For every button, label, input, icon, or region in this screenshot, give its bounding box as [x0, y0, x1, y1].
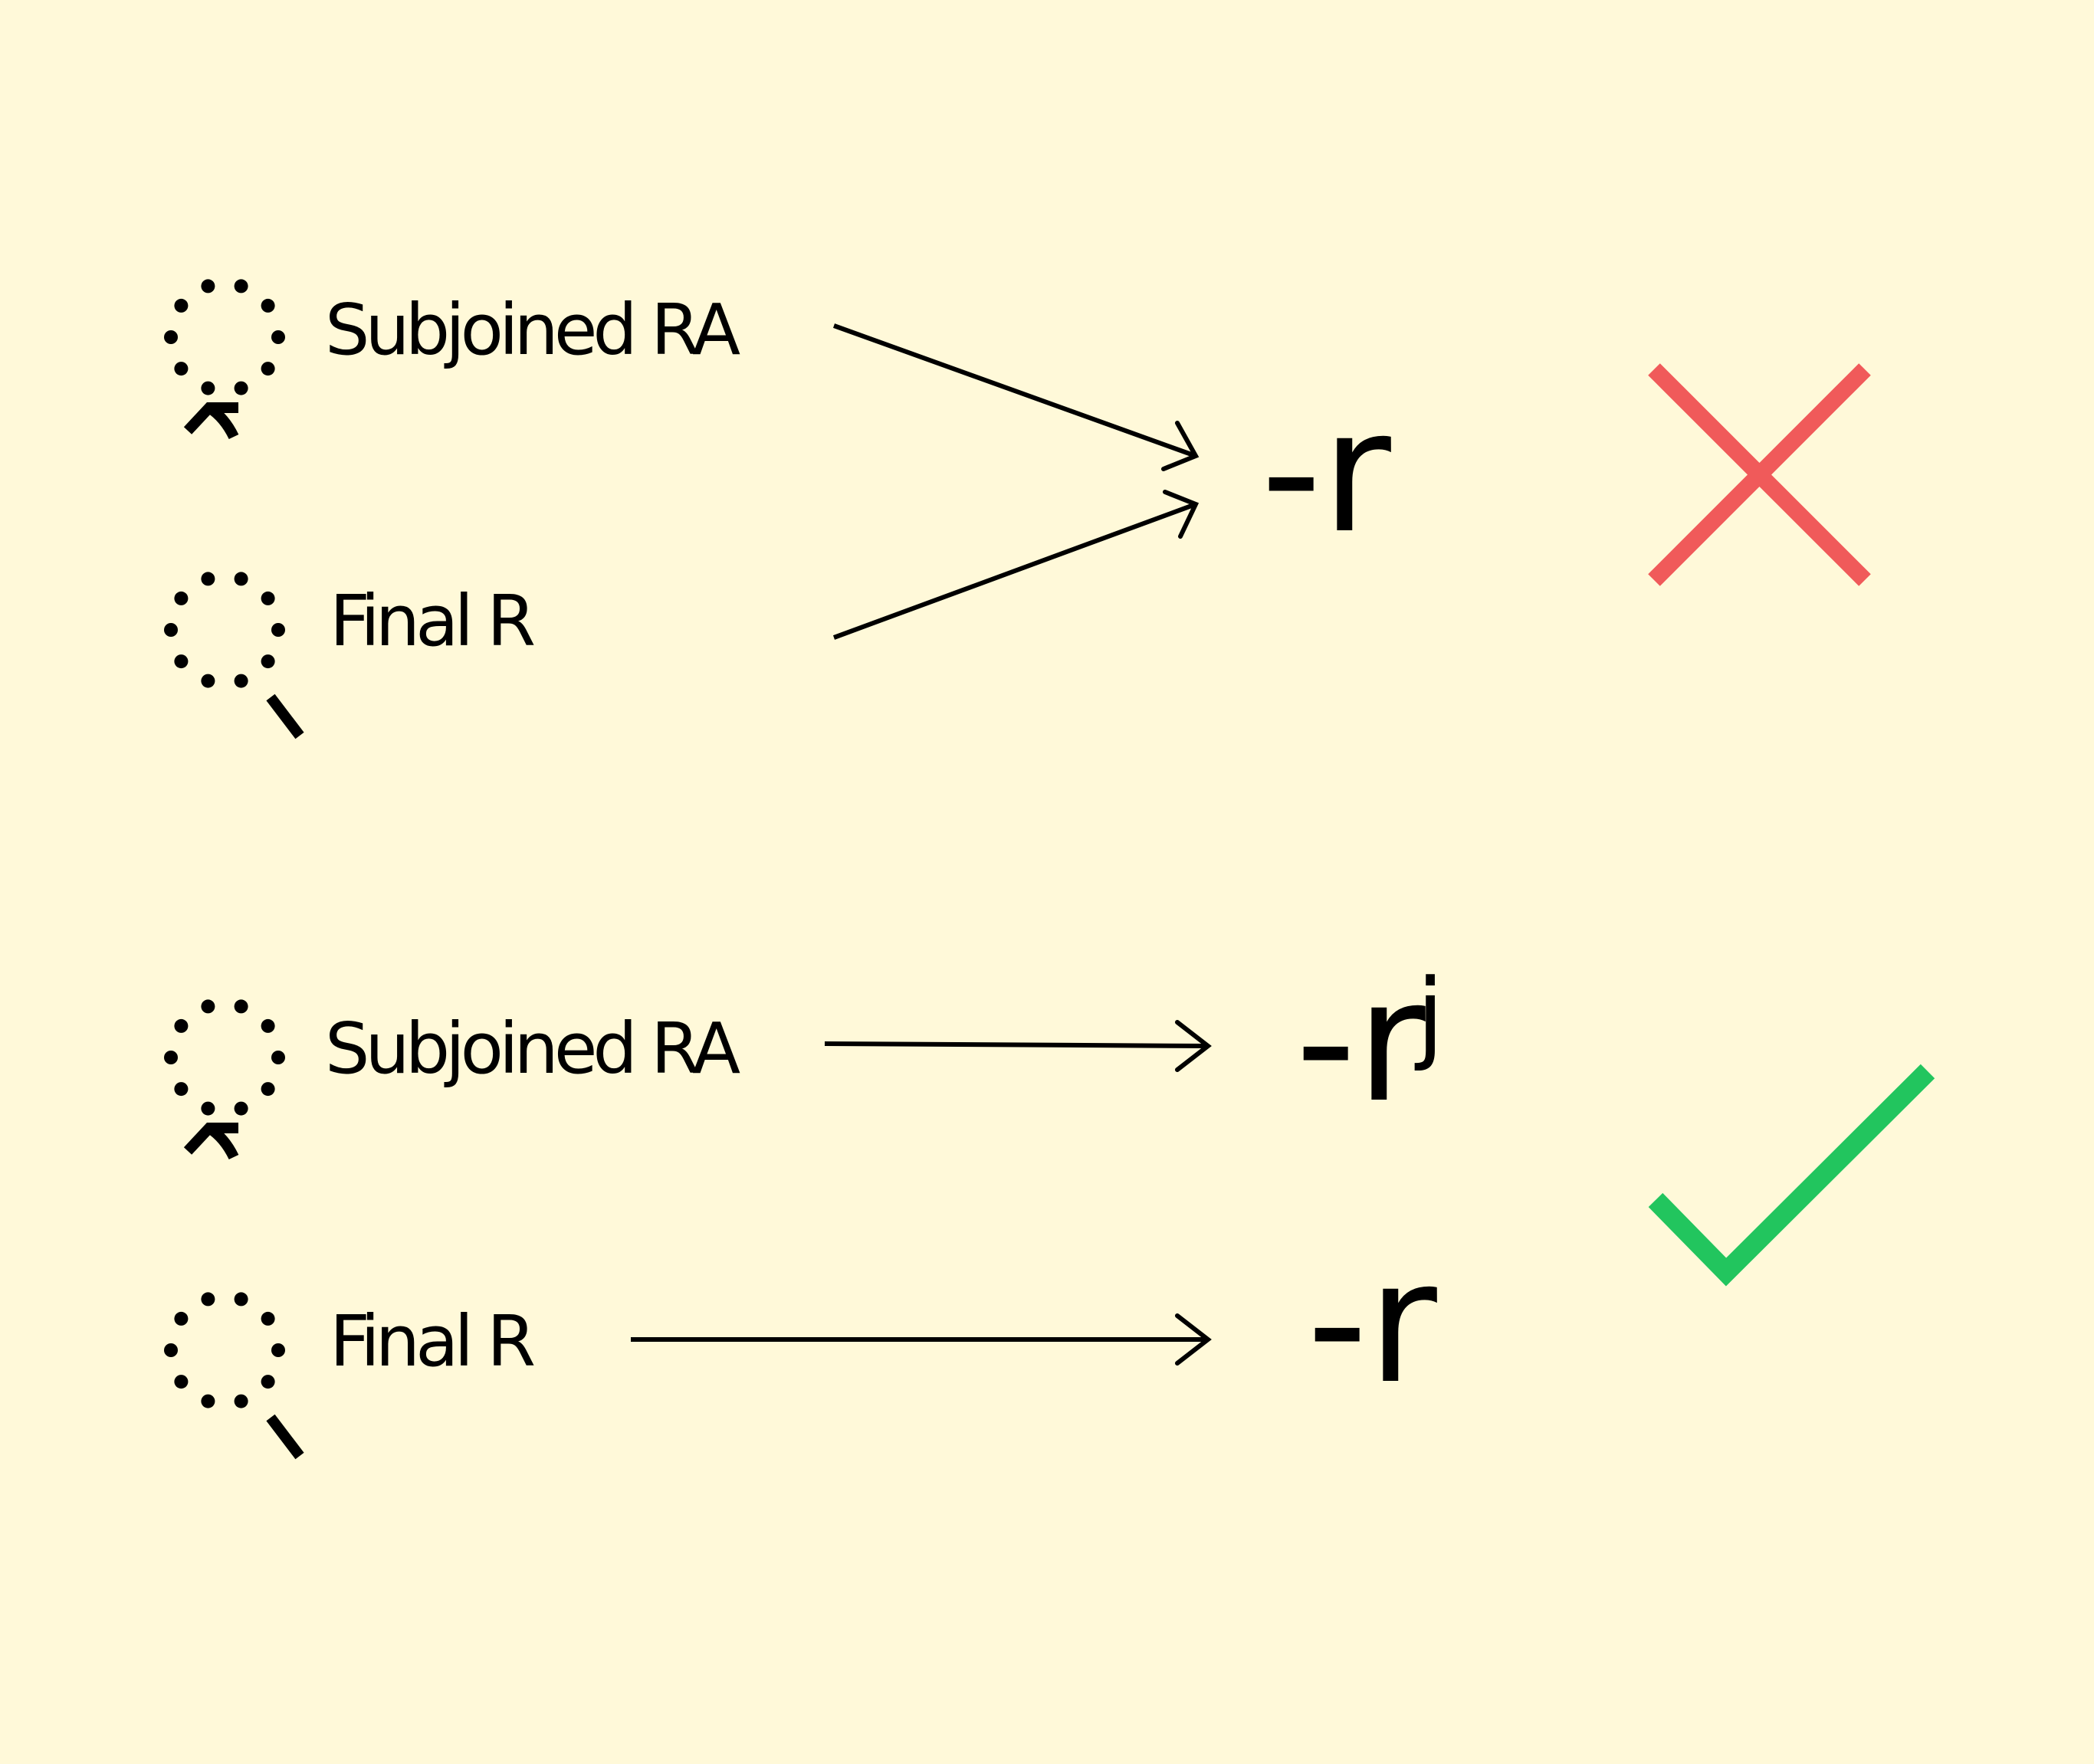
placeholder-dot — [234, 674, 248, 688]
arrow-final-to-result — [832, 490, 1200, 640]
placeholder-dot — [201, 572, 215, 586]
placeholder-dot — [234, 572, 248, 586]
placeholder-dot — [261, 298, 275, 313]
placeholder-dot — [174, 362, 189, 376]
merged-result: -r — [1261, 374, 1391, 570]
placeholder-dot — [201, 1394, 215, 1408]
placeholder-dot — [271, 330, 285, 344]
placeholder-dot — [174, 1018, 189, 1033]
placeholder-dot — [261, 1082, 275, 1097]
placeholder-dot — [261, 591, 275, 605]
placeholder-dot — [174, 591, 189, 605]
placeholder-dot — [261, 654, 275, 669]
arrow-subjoined-to-result — [824, 1020, 1212, 1072]
incorrect-section: Subjoined RA Final R -r — [164, 279, 1871, 739]
arrow-subjoined-to-result — [832, 323, 1200, 471]
placeholder-dot — [234, 1101, 248, 1116]
row-label-subjoined-ra: Subjoined RA — [325, 289, 740, 371]
dotted-circle-subjoined-ra-icon — [164, 999, 285, 1160]
placeholder-dot — [174, 1311, 189, 1326]
result-subjoined: -r j — [1295, 943, 1444, 1139]
arrow-final-to-result — [631, 1313, 1212, 1366]
placeholder-dot — [261, 1018, 275, 1033]
placeholder-dot — [164, 1051, 178, 1064]
check-icon — [1648, 1064, 1935, 1287]
placeholder-dot — [201, 674, 215, 688]
placeholder-dot — [234, 381, 248, 395]
placeholder-dot — [201, 381, 215, 395]
placeholder-dot — [201, 1101, 215, 1116]
dotted-circle-final-r-icon — [164, 1292, 304, 1460]
placeholder-dot — [261, 1375, 275, 1389]
placeholder-dot — [234, 279, 248, 293]
cross-icon — [1648, 363, 1871, 586]
correct-section: Subjoined RA -r j Final R -r — [164, 943, 1935, 1460]
placeholder-dot — [174, 298, 189, 313]
result-subjoined-base: -r — [1295, 943, 1426, 1139]
placeholder-dot — [174, 654, 189, 669]
dotted-circle-final-r-icon — [164, 572, 304, 739]
placeholder-dot — [234, 1394, 248, 1408]
placeholder-dot — [271, 1051, 285, 1064]
placeholder-dot — [164, 623, 178, 637]
placeholder-dot — [201, 999, 215, 1014]
placeholder-dot — [174, 1082, 189, 1097]
placeholder-dot — [201, 279, 215, 293]
placeholder-dot — [201, 1292, 215, 1307]
result-final: -r — [1307, 1225, 1437, 1421]
row-label-final-r: Final R — [330, 1300, 534, 1382]
placeholder-dot — [164, 330, 178, 344]
placeholder-dot — [174, 1375, 189, 1389]
row-label-final-r: Final R — [330, 580, 534, 662]
placeholder-dot — [271, 623, 285, 637]
placeholder-dot — [261, 1311, 275, 1326]
placeholder-dot — [271, 1343, 285, 1357]
dotted-circle-subjoined-ra-icon — [164, 279, 285, 440]
result-subjoined-superscript: j — [1414, 957, 1444, 1074]
row-label-subjoined-ra: Subjoined RA — [325, 1008, 740, 1090]
placeholder-dot — [234, 1292, 248, 1307]
placeholder-dot — [261, 362, 275, 376]
placeholder-dot — [164, 1343, 178, 1357]
placeholder-dot — [234, 999, 248, 1014]
